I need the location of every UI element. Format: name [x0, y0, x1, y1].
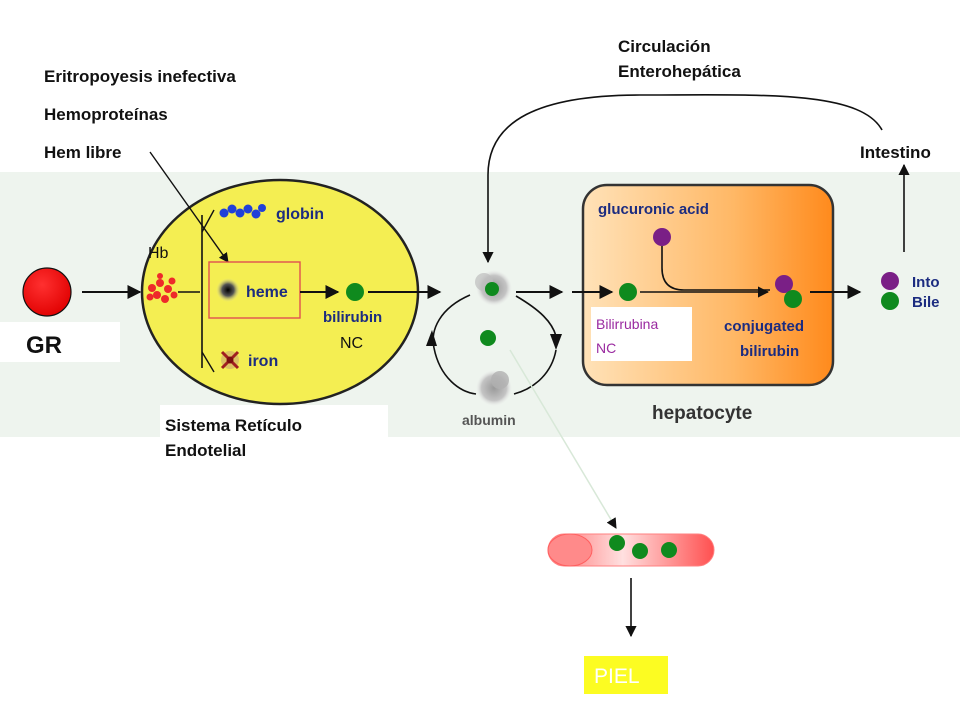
vessel-bilirubin-dot-1 [609, 535, 625, 551]
bilirubin-dot-albumin [485, 282, 499, 296]
label-bilirrubina-nc-line1: Bilirrubina [596, 316, 658, 332]
albumin-cycle-up-arrowhead [426, 330, 437, 346]
label-conjugated: conjugated [724, 318, 804, 335]
label-glucuronic-acid: glucuronic acid [598, 201, 709, 218]
glucuronic-acid-dot [653, 228, 671, 246]
label-gr: GR [26, 332, 62, 359]
iron-icon [220, 350, 240, 370]
albumin-cycle-right-top [515, 295, 557, 337]
label-enterohepatica: Enterohepática [618, 62, 741, 81]
label-eritropoyesis: Eritropoyesis inefectiva [44, 67, 236, 86]
bilirubin-dot-free [480, 330, 496, 346]
hemoglobin-cluster [146, 273, 178, 303]
label-hepatocyte: hepatocyte [652, 403, 752, 424]
globin-chain [219, 204, 266, 219]
bile-glucuronic-dot [881, 272, 899, 290]
label-globin: globin [276, 206, 324, 223]
red-blood-cell [22, 267, 72, 317]
albumin-cycle-down-arrowhead [550, 334, 562, 350]
pointer-to-heme [149, 151, 229, 263]
bilirrubina-nc-backdrop [591, 307, 692, 361]
split-to-iron [201, 351, 215, 373]
label-nc: NC [340, 335, 363, 352]
sistema-label-backdrop [160, 405, 388, 445]
label-sistema: Sistema Retículo [165, 416, 302, 435]
vessel-bilirubin-dot-2 [632, 543, 648, 559]
label-heme: heme [246, 284, 288, 301]
label-into: Into [912, 274, 940, 291]
bilirubin-dot-cell [346, 283, 364, 301]
label-circulacion: Circulación [618, 37, 711, 56]
label-bilirrubina-nc-line2: NC [596, 340, 616, 356]
glucuronic-join-line [661, 246, 770, 291]
label-hem-libre: Hem libre [44, 143, 121, 162]
bilirubin-dot-hepatocyte [619, 283, 637, 301]
label-bilirubin: bilirubin [323, 309, 382, 326]
heme-molecule [216, 278, 240, 302]
vessel-bilirubin-dot-3 [661, 542, 677, 558]
piel-box [584, 656, 668, 694]
to-skin-faint-line [509, 349, 617, 529]
albumin-cycle-left-bottom [433, 347, 477, 395]
label-albumin: albumin [462, 412, 516, 428]
bile-bilirubin-dot [881, 292, 899, 310]
conjugated-glucuronic-dot [775, 275, 793, 293]
albumin-cycle-right-bottom [513, 349, 557, 395]
conjugated-bilirubin-dot [784, 290, 802, 308]
label-endotelial: Endotelial [165, 441, 246, 460]
label-conjugated-bilirubin: bilirubin [740, 343, 799, 360]
gr-label-backdrop [0, 322, 120, 362]
label-intestino: Intestino [860, 143, 931, 162]
enterohepatic-return-arrow [482, 94, 883, 264]
label-piel: PIEL [594, 665, 640, 688]
label-hb: Hb [148, 245, 169, 262]
blood-vessel-opening [547, 533, 593, 567]
albumin-blob-bottom-lobe [491, 371, 509, 389]
heme-highlight-box [208, 261, 301, 319]
label-iron: iron [248, 353, 278, 370]
label-bile: Bile [912, 294, 940, 311]
label-hemoproteinas: Hemoproteínas [44, 105, 168, 124]
